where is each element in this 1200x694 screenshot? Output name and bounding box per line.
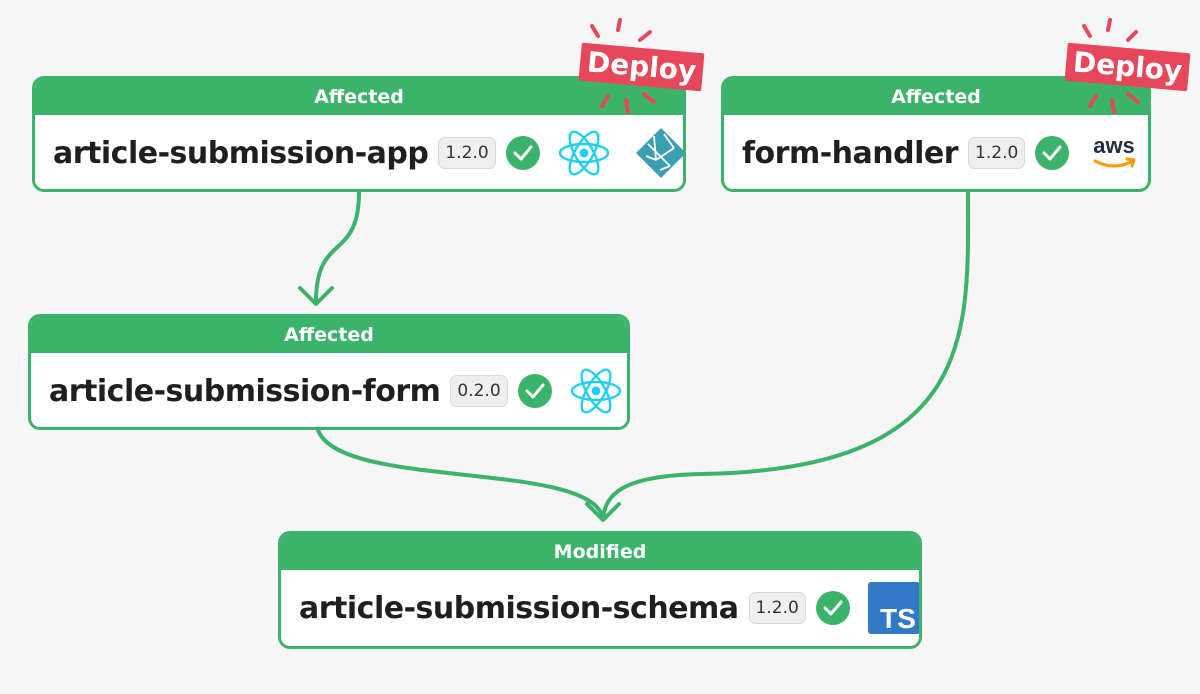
node-form-handler[interactable]: Affected form-handler 1.2.0 aws [721, 76, 1151, 192]
react-icon [570, 367, 622, 415]
package-name: article-submission-app [53, 135, 429, 171]
node-article-submission-form[interactable]: Affected article-submission-form 0.2.0 [28, 314, 630, 430]
arrowhead-form [298, 286, 334, 306]
typescript-icon: TS [867, 582, 919, 634]
aws-wordmark: aws [1094, 133, 1136, 158]
status-header: Affected [724, 79, 1148, 115]
check-icon [815, 591, 850, 625]
aws-icon: aws [1087, 133, 1141, 173]
package-name: article-submission-schema [299, 590, 739, 626]
check-icon [1035, 136, 1070, 170]
version-badge: 1.2.0 [438, 137, 496, 169]
netlify-icon [634, 126, 683, 180]
check-icon [505, 136, 540, 170]
status-header: Affected [35, 79, 683, 115]
version-badge: 1.2.0 [968, 137, 1026, 169]
edge-app-to-form [314, 190, 361, 304]
node-article-submission-app[interactable]: Affected article-submission-app 1.2.0 [32, 76, 686, 192]
status-header: Modified [281, 534, 919, 570]
version-badge: 0.2.0 [450, 375, 508, 407]
status-header: Affected [31, 317, 627, 353]
version-badge: 1.2.0 [748, 592, 806, 624]
react-icon [558, 129, 610, 177]
edge-handler-to-schema [601, 190, 971, 520]
ts-wordmark: TS [880, 603, 916, 634]
edge-form-to-schema [316, 428, 605, 520]
check-icon [517, 374, 552, 408]
package-name: article-submission-form [49, 373, 441, 409]
package-name: form-handler [742, 135, 959, 171]
node-article-submission-schema[interactable]: Modified article-submission-schema 1.2.0… [278, 531, 922, 649]
arrowhead-schema [585, 502, 621, 522]
